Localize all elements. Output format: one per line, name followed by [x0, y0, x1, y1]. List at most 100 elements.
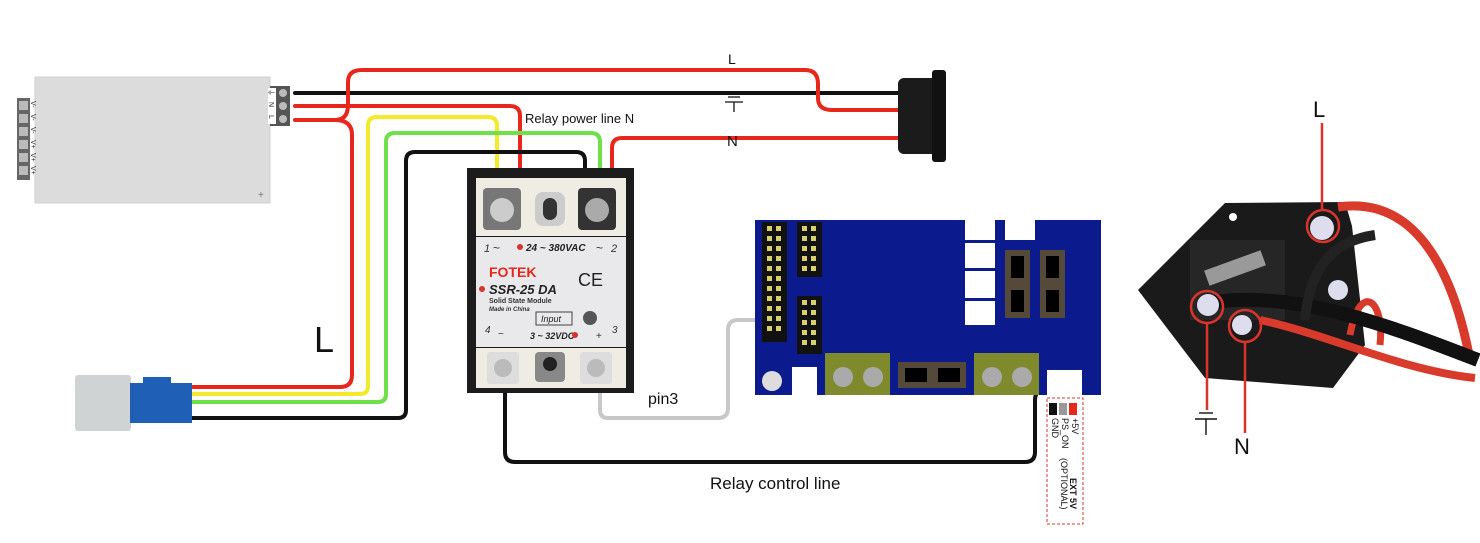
- header-pin: [811, 330, 816, 335]
- header-pin: [802, 300, 807, 305]
- svg-text:Input: Input: [541, 314, 562, 324]
- power-socket: [898, 70, 946, 162]
- header-pin: [767, 286, 772, 291]
- header-pin: [811, 226, 816, 231]
- label-pin3: pin3: [648, 391, 678, 408]
- header-pin: [802, 320, 807, 325]
- svg-text:Made in China: Made in China: [489, 307, 530, 313]
- power-supply: V-V-V-V+V+V+ ⏚NL +: [17, 76, 290, 204]
- header-pin: [767, 276, 772, 281]
- svg-text:1: 1: [484, 243, 490, 255]
- psu-terminal-label: V+: [29, 166, 36, 175]
- header-pin: [811, 256, 816, 261]
- psu-terminal-label: V+: [29, 140, 36, 149]
- header-pin: [802, 266, 807, 271]
- svg-text:CE: CE: [578, 270, 603, 290]
- psu-terminal: [19, 101, 28, 110]
- svg-text:2: 2: [610, 243, 617, 255]
- header-pin: [802, 340, 807, 345]
- header-pin: [776, 276, 781, 281]
- header-pin: [811, 246, 816, 251]
- header-pin: [776, 266, 781, 271]
- svg-text:Solid State Module: Solid State Module: [489, 298, 552, 305]
- header-pin: [802, 226, 807, 231]
- psu-terminal-label: L: [267, 115, 274, 119]
- header-pin: [767, 226, 772, 231]
- wire-yellow: [188, 115, 499, 396]
- wire-relay-power-n: [293, 104, 522, 192]
- header-pin: [776, 326, 781, 331]
- header-pin: [802, 236, 807, 241]
- wire-live-psu-to-socket: [293, 68, 902, 122]
- svg-text:+: +: [596, 331, 602, 342]
- label-top-n: N: [727, 133, 738, 150]
- header-pin: [767, 246, 772, 251]
- svg-text:3: 3: [612, 325, 618, 336]
- label-relay-power-line-n: Relay power line N: [525, 111, 634, 126]
- ssr-model: SSR-25 DA: [489, 282, 557, 297]
- psu-terminal-label: V-: [29, 101, 36, 108]
- header-pin: [776, 316, 781, 321]
- header-pin: [811, 266, 816, 271]
- psu-terminal: [279, 89, 287, 97]
- psu-terminal: [19, 127, 28, 136]
- control-board: [755, 218, 1101, 525]
- photo-label-n: N: [1234, 434, 1250, 459]
- psu-terminal: [19, 114, 28, 123]
- header-pin: [802, 256, 807, 261]
- socket-photo: [1138, 123, 1480, 435]
- psu-terminal: [279, 102, 287, 110]
- psu-terminal-label: V+: [29, 153, 36, 162]
- label-top-l: L: [728, 51, 736, 67]
- header-pin: [767, 236, 772, 241]
- solid-state-relay: 1 ~ 24 ~ 380VAC ~ 2 FOTEK CE SSR-25 DA S…: [467, 168, 634, 393]
- ground-symbol-icon: [725, 96, 743, 112]
- header-pin: [811, 300, 816, 305]
- header-pin: [776, 256, 781, 261]
- header-pin: [776, 286, 781, 291]
- ground-symbol-icon: [1195, 412, 1217, 435]
- ext-5v-connector: +5V PS_ON GND EXT 5V (OPTIONAL): [1049, 403, 1080, 510]
- svg-text:~: ~: [596, 241, 603, 255]
- header-pin: [767, 296, 772, 301]
- svg-text:3 ~ 32VDC: 3 ~ 32VDC: [530, 331, 575, 341]
- svg-text:+: +: [258, 190, 264, 201]
- header-pin: [811, 340, 816, 345]
- header-pin: [767, 266, 772, 271]
- header-pin: [776, 306, 781, 311]
- wire-green: [188, 131, 602, 404]
- header-pin: [802, 246, 807, 251]
- header-pin: [776, 236, 781, 241]
- brand-logo: FOTEK: [489, 264, 536, 280]
- header-pin: [767, 256, 772, 261]
- header-pin: [767, 306, 772, 311]
- svg-text:4: 4: [485, 325, 491, 336]
- psu-terminal-label: ⏚: [267, 89, 275, 96]
- header-pin: [767, 326, 772, 331]
- header-pin: [811, 310, 816, 315]
- psu-terminal: [19, 140, 28, 149]
- header-pin: [802, 330, 807, 335]
- header-pin: [811, 320, 816, 325]
- svg-text:~: ~: [493, 241, 500, 255]
- svg-text:PS_ON: PS_ON: [1060, 418, 1070, 449]
- svg-text:−: −: [498, 329, 504, 340]
- psu-terminal-label: V-: [29, 127, 36, 134]
- svg-text:(OPTIONAL): (OPTIONAL): [1059, 458, 1069, 510]
- psu-terminal: [19, 153, 28, 162]
- svg-text:EXT 5V: EXT 5V: [1068, 478, 1078, 509]
- label-big-l: L: [314, 319, 334, 360]
- svg-text:24 ~ 380VAC: 24 ~ 380VAC: [525, 243, 586, 254]
- svg-text:GND: GND: [1050, 418, 1060, 439]
- header-pin: [776, 226, 781, 231]
- wire-live-psu-to-plug: [188, 118, 354, 389]
- header-pin: [802, 310, 807, 315]
- wire-ssr-to-socket-n: [610, 136, 902, 192]
- psu-terminal: [279, 115, 287, 123]
- svg-text:+5V: +5V: [1070, 418, 1080, 434]
- header-pin: [776, 296, 781, 301]
- wire-black-plug: [188, 150, 587, 420]
- psu-terminal: [19, 166, 28, 175]
- wire-pin3-signal: [598, 318, 788, 420]
- header-pin: [811, 236, 816, 241]
